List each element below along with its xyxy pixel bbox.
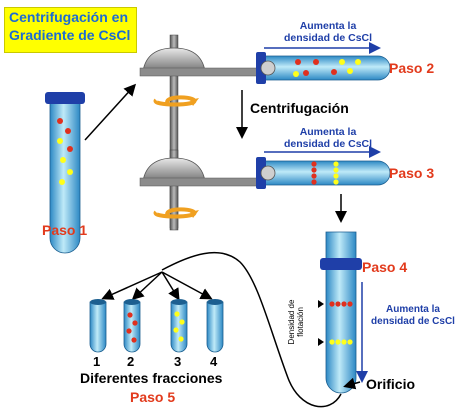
label-paso-5: Paso 5 [130, 389, 176, 405]
title-line-1: Centrifugación en [9, 9, 129, 25]
density-label-paso3-line1: Aumenta la [299, 126, 357, 138]
density-label-paso4-line1: Aumenta la [386, 304, 440, 315]
flotation-density-line1: Densidad de [287, 299, 296, 345]
flotation-density-line2: flotación [296, 307, 305, 337]
label-centrifugation: Centrifugación [250, 100, 349, 116]
fraction-tube-4 [206, 299, 224, 353]
fraction-number-2: 2 [127, 354, 135, 369]
label-paso-4: Paso 4 [362, 259, 408, 275]
label-fractions: Diferentes fracciones [80, 370, 223, 386]
paso2-tube [256, 52, 391, 84]
density-label-paso2-line1: Aumenta la [299, 20, 357, 32]
paso3-tube [256, 157, 391, 189]
fraction-number-4: 4 [210, 354, 218, 369]
label-paso-3: Paso 3 [389, 165, 435, 181]
density-label-paso4: Aumenta la densidad de CsCl [368, 304, 458, 328]
arrow-paso1-to-centrifuge [84, 83, 137, 141]
fraction-tube-1 [89, 299, 107, 353]
centrifuge-bottom [139, 149, 265, 231]
paso1-cap-band [45, 92, 85, 104]
fraction-number-1: 1 [93, 354, 101, 369]
density-label-paso3: Aumenta la densidad de CsCl [268, 126, 388, 150]
fraction-tube-2 [123, 299, 141, 353]
flotation-marker-yellow [318, 338, 324, 346]
density-label-paso4-line2: densidad de CsCl [371, 316, 455, 327]
arrow-orifice [343, 377, 361, 390]
label-orifice: Orificio [366, 376, 416, 392]
flotation-density-label: Densidad de flotación [287, 300, 305, 345]
drip-line [161, 251, 342, 408]
fraction-tube-3 [170, 299, 188, 353]
title-line-2: Gradiente de CsCl [9, 27, 131, 43]
density-label-paso2-line2: densidad de CsCl [283, 32, 373, 44]
paso1-tube [45, 92, 85, 254]
label-paso-2: Paso 2 [389, 60, 435, 76]
density-label-paso3-line2: densidad de CsCl [283, 138, 373, 150]
density-label-paso2: Aumenta la densidad de CsCl [268, 20, 388, 44]
title-box: Centrifugación en Gradiente de CsCl [4, 7, 137, 53]
label-paso-1: Paso 1 [42, 222, 88, 238]
centrifuge-top [139, 34, 265, 229]
flotation-marker-red [318, 300, 324, 308]
fraction-number-3: 3 [174, 354, 182, 369]
paso4-tube [320, 231, 362, 394]
